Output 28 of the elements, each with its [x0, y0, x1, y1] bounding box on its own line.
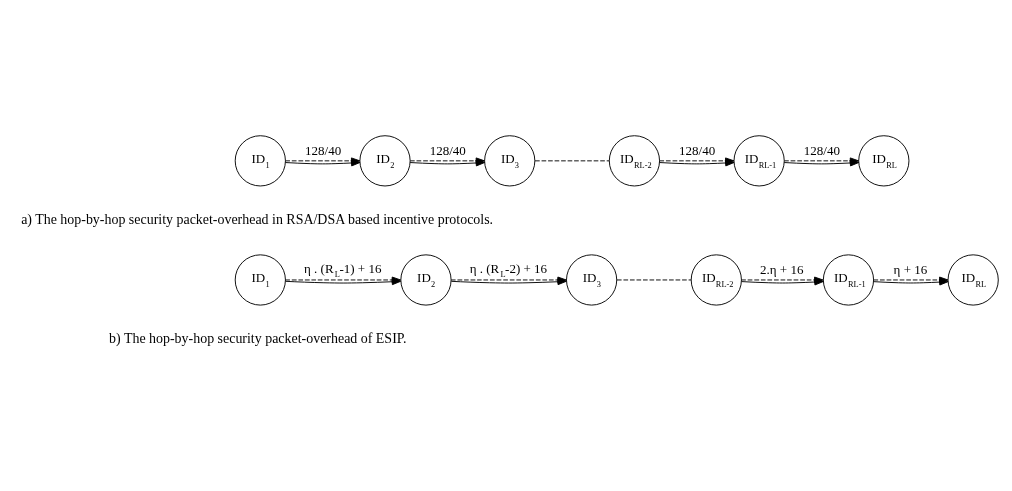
- connector: [616, 279, 692, 280]
- connector: [534, 159, 610, 161]
- edge-label: η . (R$_{L}$-2) + 16: [469, 260, 548, 279]
- node-circle: ID$_{RL-1}$: [733, 134, 785, 186]
- edge-label: 128/40: [429, 142, 466, 158]
- edge-label: 128/40: [679, 142, 716, 158]
- node-circle: ID$_{1}$: [234, 253, 286, 306]
- edge-label: 2.η + 16: [760, 261, 804, 277]
- node-circle: ID$_{RL-1}$: [822, 253, 875, 306]
- arrow: [285, 159, 361, 166]
- node-circle: ID$_{RL}$: [947, 253, 999, 306]
- node-circle: ID$_{2}$: [359, 134, 411, 186]
- node-circle: ID$_{RL-2}$: [690, 253, 742, 306]
- arrow: [409, 159, 486, 166]
- node-circle: ID$_{2}$: [400, 253, 452, 306]
- node-circle: ID$_{RL-2}$: [608, 134, 660, 186]
- node-circle: ID$_{1}$: [234, 134, 286, 186]
- arrow: [783, 159, 860, 166]
- edge-label: 128/40: [304, 142, 342, 158]
- edge-label: η + 16: [893, 261, 928, 277]
- arrow: [659, 159, 735, 166]
- node-circle: ID$_{3}$: [484, 134, 536, 186]
- node-circle: ID$_{3}$: [566, 253, 618, 306]
- node-circle: ID$_{RL}$: [858, 134, 910, 186]
- edge-label: 128/40: [803, 142, 840, 158]
- label: b) The hop-by-hop security packet-overhead of ESIP.: [109, 330, 407, 346]
- edge-label: η . (R$_{L}$-1) + 16: [304, 260, 382, 279]
- label: a) The hop-by-hop security packet-overhead in RSA/DSA based incentive protocols.: [21, 211, 494, 227]
